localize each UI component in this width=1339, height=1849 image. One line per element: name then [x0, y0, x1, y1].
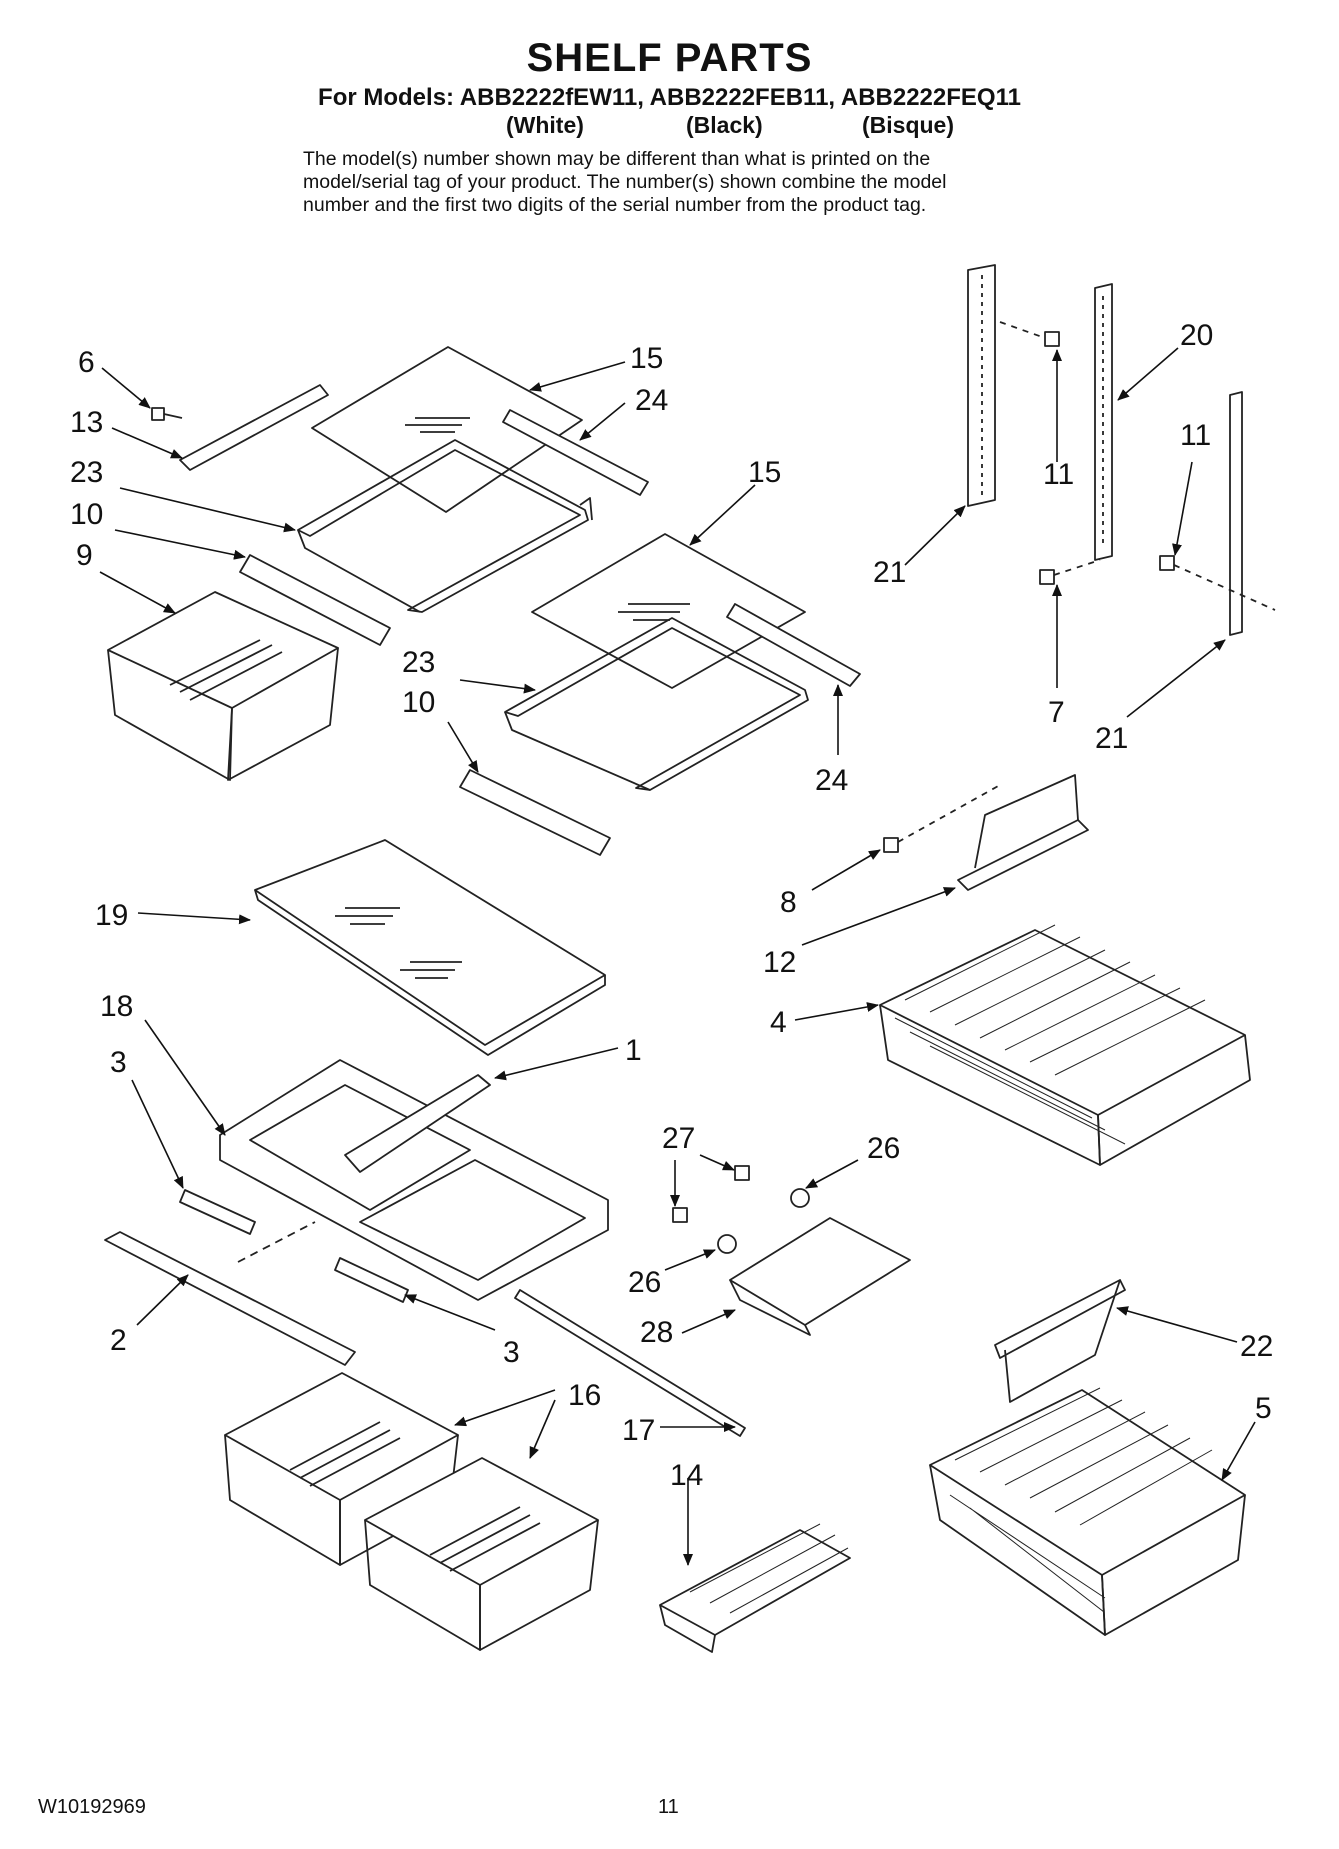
tray-holder	[729, 1217, 911, 1336]
model-note: The model(s) number shown may be differe…	[303, 148, 1103, 217]
rear-rail-upper-left	[502, 409, 649, 496]
wire-basket-upper	[879, 924, 1251, 1166]
callout-11b: 11	[1180, 419, 1211, 452]
callout-15: 15	[630, 342, 663, 375]
callout-3b: 3	[503, 1336, 520, 1369]
crisper-drawer-left	[107, 591, 339, 781]
wire-basket-lower	[929, 1387, 1246, 1636]
callout-16: 16	[568, 1379, 601, 1412]
screw-11-icon	[999, 321, 1060, 347]
callout-5: 5	[1255, 1392, 1272, 1425]
basket-divider-upper	[957, 774, 1089, 891]
callout-numbers: 6 13 23 10 9 15 24 15 23 10 24 11 20 11 …	[70, 319, 1273, 1492]
clip-left	[179, 1189, 256, 1235]
vertical-rail-center	[1094, 283, 1113, 561]
callout-9: 9	[76, 539, 93, 572]
model-list: For Models: ABB2222fEW11, ABB2222FEB11, …	[318, 84, 1021, 111]
front-trim-upper-left	[239, 554, 391, 646]
ice-tray	[659, 1523, 851, 1653]
callout-26: 26	[867, 1132, 900, 1165]
callout-4: 4	[770, 1006, 787, 1039]
page-number: 11	[658, 1796, 679, 1818]
screw-8-icon	[883, 784, 1001, 853]
callout-18: 18	[100, 990, 133, 1023]
callout-11: 11	[1043, 458, 1074, 491]
glass-shelf-lower	[254, 839, 606, 1056]
callout-24: 24	[635, 384, 668, 417]
drawer-divider	[344, 1074, 491, 1173]
screw-6-icon	[151, 407, 183, 421]
callout-15b: 15	[748, 456, 781, 489]
callout-8: 8	[780, 886, 797, 919]
front-trim-upper-right	[459, 769, 611, 856]
crisper-drawer-lower-right	[364, 1457, 599, 1651]
front-trim-lower	[104, 1231, 356, 1366]
screw-27b-icon	[734, 1165, 750, 1181]
callout-28: 28	[640, 1316, 673, 1349]
color-bisque: (Bisque)	[862, 112, 954, 138]
note-line-3: number and the first two digits of the s…	[303, 194, 927, 216]
vertical-rail-left	[967, 264, 996, 507]
slide-rod	[514, 1289, 746, 1437]
washer-26b-icon	[790, 1188, 810, 1208]
callout-13: 13	[70, 406, 103, 439]
glass-shelf-upper-right	[531, 533, 806, 689]
callout-2: 2	[110, 1324, 127, 1357]
callout-23: 23	[70, 456, 103, 489]
glass-shelf-upper-left	[311, 346, 583, 513]
note-line-1: The model(s) number shown may be differe…	[303, 148, 931, 170]
callout-leaders	[99, 347, 1256, 1566]
color-black: (Black)	[686, 112, 763, 138]
callout-24b: 24	[815, 764, 848, 797]
crisper-drawer-lower-left	[224, 1372, 459, 1566]
callout-3: 3	[110, 1046, 127, 1079]
callout-10b: 10	[402, 686, 435, 719]
callout-26b: 26	[628, 1266, 661, 1299]
washer-26a-icon	[717, 1234, 737, 1254]
callout-12: 12	[763, 946, 796, 979]
color-white: (White)	[506, 112, 584, 138]
clip-right	[334, 1257, 409, 1303]
callout-1: 1	[625, 1034, 642, 1067]
drawer-frame	[219, 1059, 609, 1301]
callout-23b: 23	[402, 646, 435, 679]
callout-22: 22	[1240, 1330, 1273, 1363]
callout-6: 6	[78, 346, 95, 379]
rear-rail-upper-right	[726, 603, 861, 687]
callout-14: 14	[670, 1459, 703, 1492]
screw-11b-icon	[1159, 555, 1276, 611]
callout-20: 20	[1180, 319, 1213, 352]
shelf-frame-upper-right	[504, 617, 809, 791]
screw-7-icon	[1039, 559, 1101, 585]
callout-19: 19	[95, 899, 128, 932]
page-title: SHELF PARTS	[526, 36, 813, 80]
side-bracket-upper	[179, 384, 329, 471]
callout-7: 7	[1048, 696, 1065, 729]
basket-divider-lower	[994, 1279, 1126, 1403]
callout-27: 27	[662, 1122, 695, 1155]
shelf-frame-upper-left	[297, 439, 593, 613]
callout-21: 21	[873, 556, 906, 589]
vertical-rail-right	[1229, 391, 1243, 636]
callout-17: 17	[622, 1414, 655, 1447]
document-number: W10192969	[38, 1796, 146, 1818]
callout-10: 10	[70, 498, 103, 531]
screw-27a-icon	[672, 1207, 688, 1223]
callout-21b: 21	[1095, 722, 1128, 755]
note-line-2: model/serial tag of your product. The nu…	[303, 171, 947, 193]
